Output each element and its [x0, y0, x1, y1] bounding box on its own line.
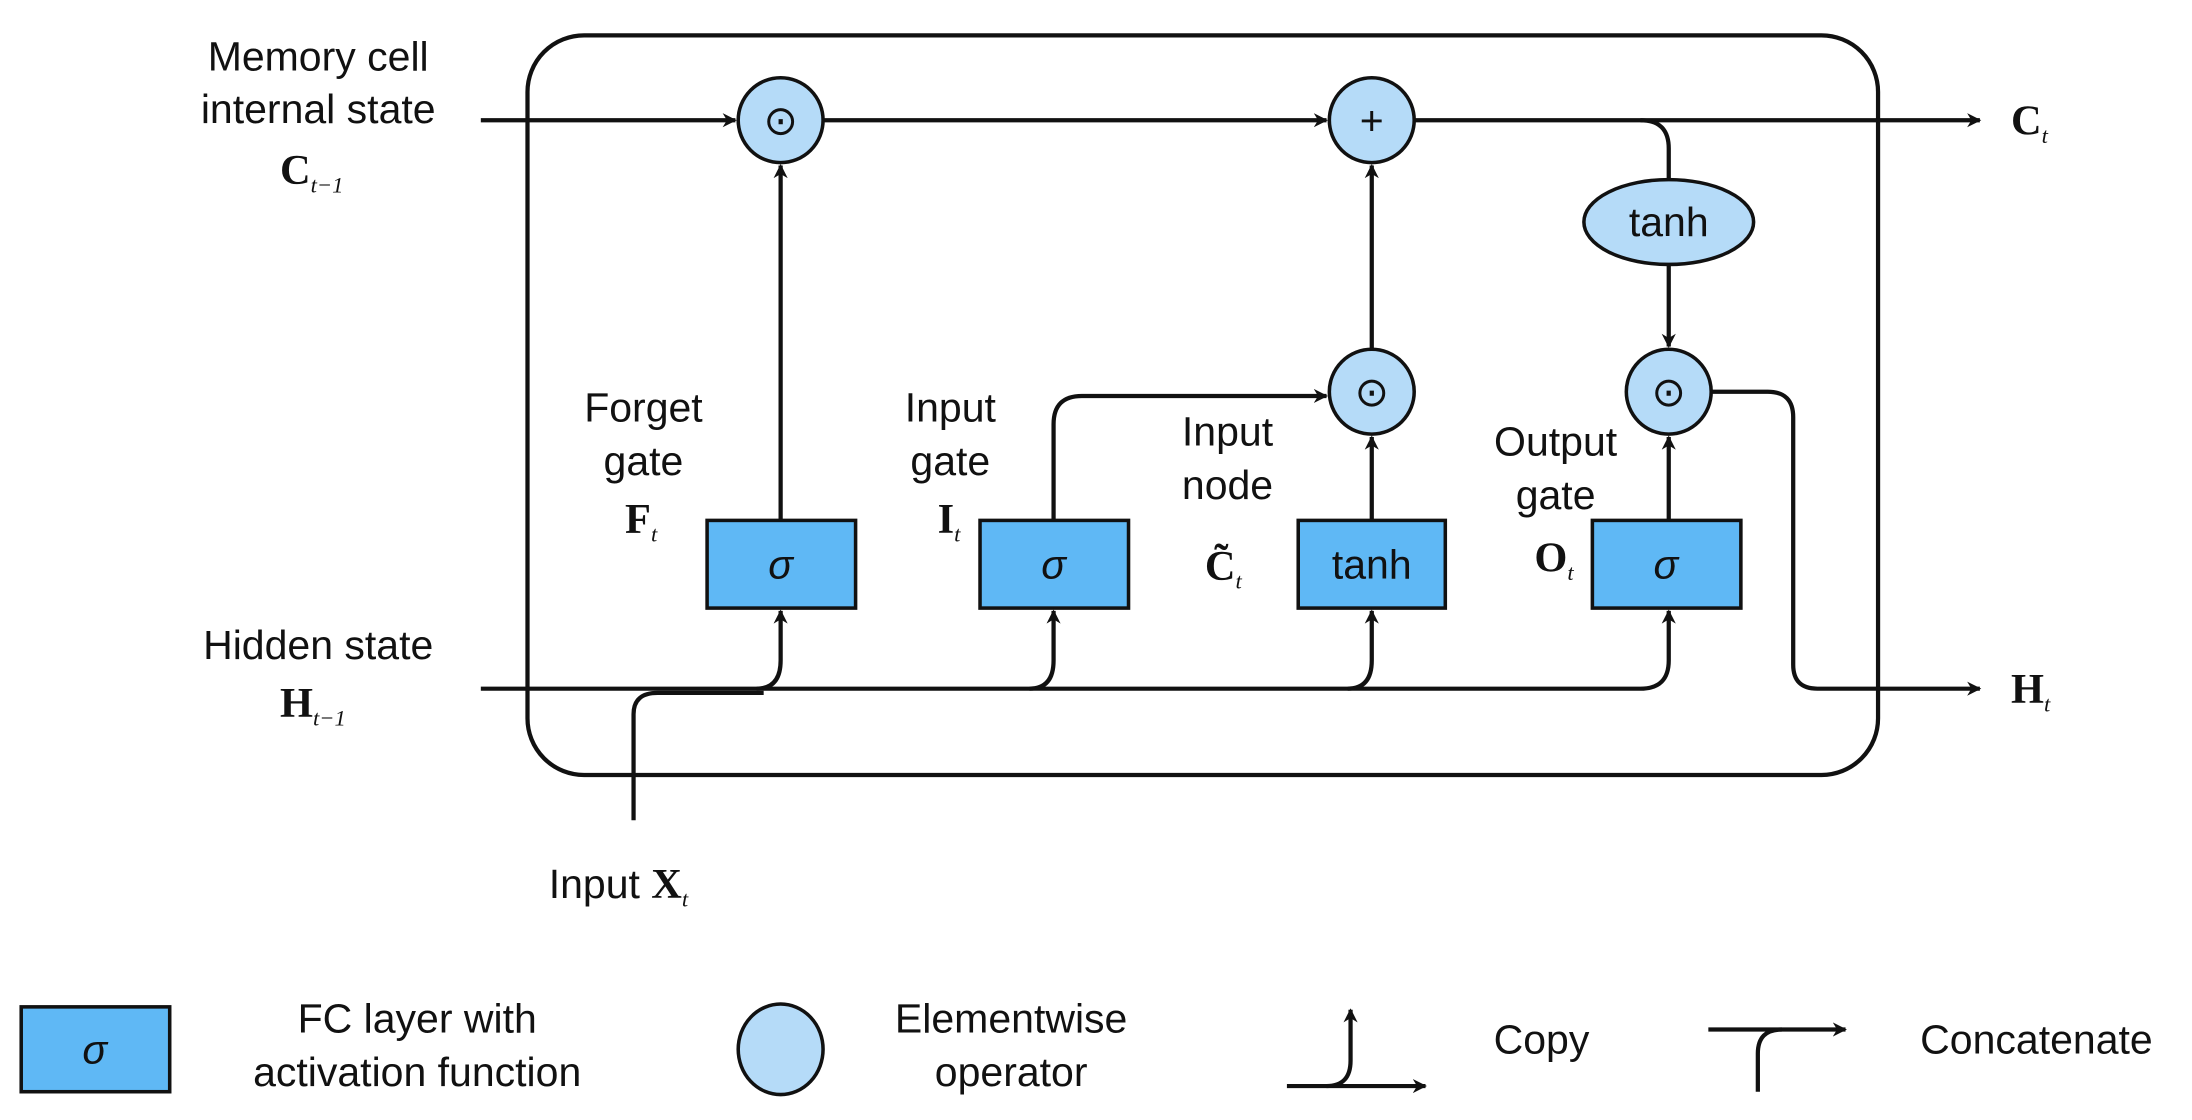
- legend: σ FC layer with activation function Elem…: [19, 995, 2153, 1097]
- memory-prev-symbol: Ct−1: [280, 147, 343, 197]
- lstm-cell-boundary: [525, 33, 1881, 778]
- input-gate-arrow: [1051, 388, 1328, 521]
- input-gate-symbol: It: [938, 496, 962, 546]
- hidden-branch-input: [1029, 609, 1061, 691]
- legend-fc-label: FC layer with: [298, 995, 537, 1041]
- memory-label: Memory cell: [208, 34, 429, 80]
- output-gate-label: Output: [1494, 418, 1618, 464]
- output-gate-symbol: Ot: [1534, 534, 1574, 584]
- input-gate-label: Input: [905, 384, 997, 430]
- legend-fc-symbol: σ: [82, 1026, 108, 1072]
- input-node-label-2: node: [1182, 462, 1273, 508]
- hidden-branch-node: [1347, 609, 1379, 691]
- input-gate-layer: σ: [978, 518, 1131, 610]
- input-node-layer: tanh: [1296, 518, 1448, 610]
- hidden-output-arrow: [1711, 389, 1982, 696]
- activation-label: σ: [1654, 541, 1680, 587]
- tanh-operator: tanh: [1582, 177, 1756, 267]
- add-operator: +: [1327, 76, 1416, 165]
- hidden-prev-symbol: Ht−1: [280, 680, 346, 730]
- add-symbol: +: [1360, 97, 1384, 143]
- legend-copy-label: Copy: [1494, 1017, 1590, 1063]
- activation-label: σ: [768, 541, 794, 587]
- input-gate-label-2: gate: [910, 438, 990, 484]
- multiply-symbol: ⊙: [763, 97, 797, 143]
- hidden-output-symbol: Ht: [2011, 666, 2051, 716]
- output-gate-label-2: gate: [1516, 472, 1596, 518]
- tanh-label: tanh: [1629, 199, 1709, 245]
- input-node-label: Input: [1182, 408, 1274, 454]
- forget-gate-layer: σ: [705, 518, 858, 610]
- hidden-branch-forget: [756, 609, 788, 691]
- multiply-symbol: ⊙: [1652, 369, 1686, 415]
- memory-to-tanh-line: [1640, 118, 1671, 180]
- forget-gate-label-2: gate: [604, 438, 684, 484]
- concatenate-icon-branch: [1755, 1027, 1782, 1092]
- legend-fc-box: [19, 1005, 172, 1094]
- forget-multiply-operator: ⊙: [736, 76, 825, 165]
- activation-label: σ: [1041, 541, 1067, 587]
- hidden-line: [480, 609, 1676, 691]
- output-multiply-operator: ⊙: [1624, 347, 1713, 436]
- input-multiply-operator: ⊙: [1327, 347, 1416, 436]
- input-x-line: [631, 690, 764, 821]
- legend-elementwise-label-2: operator: [935, 1049, 1088, 1095]
- input-node-symbol: C̃t: [1205, 543, 1243, 593]
- memory-label-2: internal state: [201, 86, 436, 132]
- forget-gate-label: Forget: [584, 384, 703, 430]
- legend-elementwise-label: Elementwise: [895, 995, 1127, 1041]
- legend-fc-label-2: activation function: [253, 1049, 581, 1095]
- forget-gate-symbol: Ft: [625, 496, 658, 546]
- output-gate-layer: σ: [1590, 518, 1743, 610]
- activation-label: tanh: [1332, 541, 1412, 587]
- multiply-symbol: ⊙: [1355, 369, 1389, 415]
- hidden-label: Hidden state: [203, 622, 433, 668]
- copy-icon-branch: [1326, 1008, 1358, 1089]
- memory-output-symbol: Ct: [2011, 97, 2049, 147]
- legend-elementwise-circle: [736, 1002, 825, 1097]
- legend-concatenate-label: Concatenate: [1920, 1017, 2153, 1063]
